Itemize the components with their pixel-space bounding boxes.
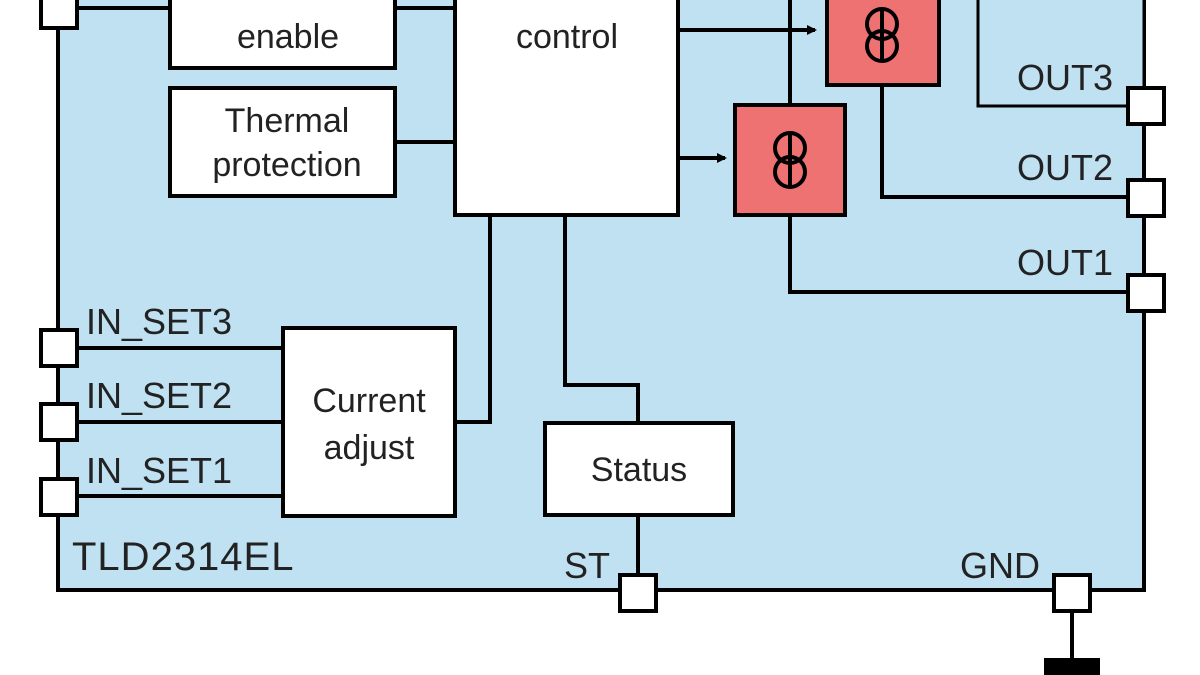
control-block-label: control — [516, 18, 618, 56]
pin-label-in-set3: IN_SET3 — [86, 301, 232, 342]
current-source-icon — [733, 103, 847, 217]
pin-label-out2: OUT2 — [1017, 147, 1113, 188]
pin-top-left — [39, 0, 79, 30]
pin-out3 — [1126, 86, 1166, 126]
status-block — [543, 421, 735, 517]
current-adjust-label-line1: Current — [312, 382, 426, 420]
thermal-protection-block — [168, 86, 397, 198]
pin-label-out3: OUT3 — [1017, 57, 1113, 98]
pin-out1 — [1126, 273, 1166, 313]
current-adjust-block — [281, 326, 457, 518]
pin-label-st: ST — [564, 545, 610, 586]
control-block — [453, 0, 680, 217]
pin-in-set2 — [39, 402, 79, 442]
pin-in-set3 — [39, 328, 79, 368]
pin-label-gnd: GND — [960, 545, 1040, 586]
status-block-label: Status — [591, 451, 687, 489]
thermal-label-line1: Thermal — [225, 102, 350, 140]
pin-label-out1: OUT1 — [1017, 242, 1113, 283]
current-adjust-label-line2: adjust — [324, 429, 415, 467]
pin-gnd — [1052, 573, 1092, 613]
thermal-label-line2: protection — [212, 146, 361, 184]
pin-st — [618, 573, 658, 613]
out3-internal-panel — [976, 0, 1146, 108]
pin-out2 — [1126, 178, 1166, 218]
pin-label-in-set2: IN_SET2 — [86, 375, 232, 416]
ground-icon — [1044, 658, 1100, 675]
pin-label-in-set1: IN_SET1 — [86, 450, 232, 491]
enable-block — [168, 0, 397, 70]
chip-name: TLD2314EL — [72, 535, 294, 579]
enable-block-label: enable — [237, 18, 339, 56]
pin-in-set1 — [39, 477, 79, 517]
